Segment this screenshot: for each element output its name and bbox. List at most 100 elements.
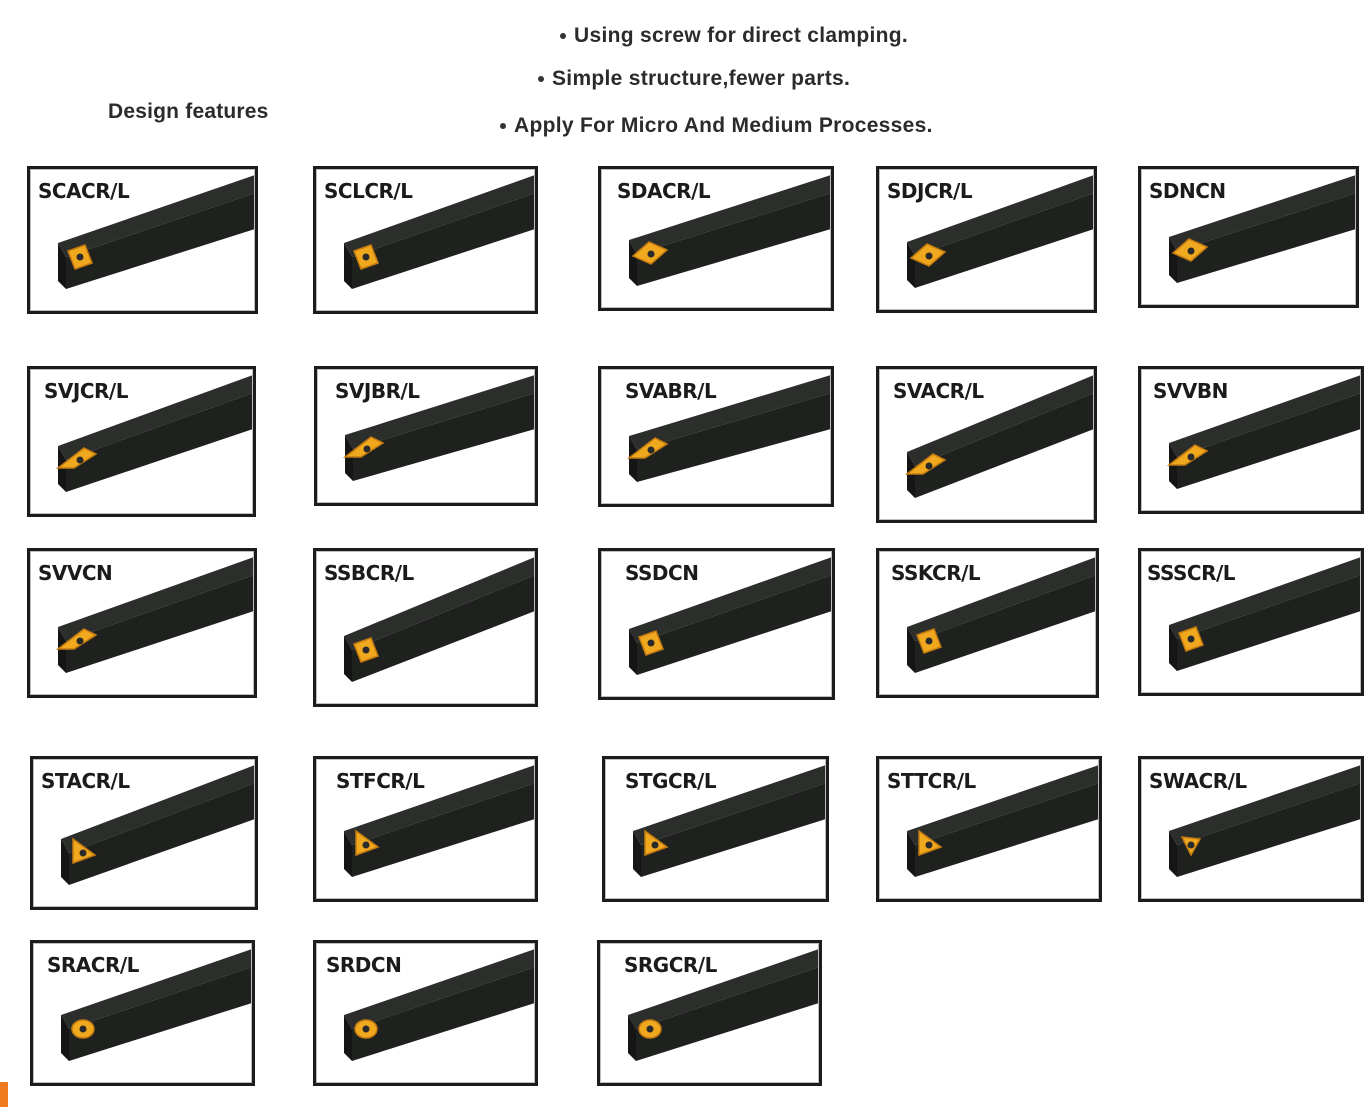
square-insert-icon bbox=[353, 244, 379, 270]
diamond-insert-icon bbox=[1171, 238, 1209, 262]
tool-holder-illustration bbox=[342, 375, 535, 481]
tool-card[interactable]: SVVCN bbox=[27, 548, 257, 698]
tool-code: STFCR/L bbox=[336, 769, 425, 793]
shank-side-face bbox=[1177, 193, 1356, 283]
rhombic-insert-icon bbox=[55, 447, 98, 469]
shank-side-face bbox=[637, 575, 832, 675]
triangle-insert-icon bbox=[918, 829, 943, 857]
tool-card[interactable]: STTCR/L bbox=[876, 756, 1102, 902]
shank-side-face bbox=[1177, 783, 1361, 877]
shank-end-face bbox=[61, 839, 69, 885]
shank-end-face bbox=[907, 452, 915, 498]
shank-end-face bbox=[1169, 443, 1177, 489]
feature-text: Using screw for direct clamping. bbox=[574, 24, 909, 47]
tool-holder-illustration bbox=[344, 949, 535, 1061]
tool-card[interactable]: SRDCN bbox=[313, 940, 538, 1086]
trigon-insert-icon bbox=[1180, 836, 1202, 857]
shank-end-face bbox=[61, 1015, 69, 1061]
shank-top-face bbox=[629, 375, 831, 450]
tool-card[interactable]: SVACR/L bbox=[876, 366, 1097, 523]
tool-card[interactable]: SCLCR/L bbox=[313, 166, 538, 314]
shank-side-face bbox=[352, 575, 535, 682]
shank-side-face bbox=[636, 967, 819, 1061]
shank-top-face bbox=[907, 557, 1096, 641]
rhombic-insert-icon bbox=[1166, 444, 1209, 466]
shank-side-face bbox=[641, 783, 826, 877]
shank-end-face bbox=[1169, 831, 1177, 877]
shank-side-face bbox=[66, 575, 254, 673]
tool-card[interactable]: SVJCR/L bbox=[27, 366, 256, 517]
shank-top-face bbox=[1169, 557, 1361, 639]
tool-holder-illustration bbox=[344, 175, 535, 289]
shank-side-face bbox=[915, 783, 1099, 877]
tool-holder-illustration bbox=[626, 375, 831, 482]
feature-item: Apply For Micro And Medium Processes. bbox=[500, 114, 933, 138]
shank-top-face bbox=[344, 949, 535, 1029]
shank-end-face bbox=[633, 831, 641, 877]
tool-code: STACR/L bbox=[41, 769, 130, 793]
tool-holder-illustration bbox=[907, 557, 1096, 673]
tool-card[interactable]: SSBCR/L bbox=[313, 548, 538, 707]
tool-card[interactable]: SVABR/L bbox=[598, 366, 834, 507]
tool-holder-illustration bbox=[55, 375, 253, 492]
triangle-insert-icon bbox=[644, 829, 669, 857]
shank-side-face bbox=[637, 193, 831, 286]
orange-page-tab bbox=[0, 1082, 8, 1107]
shank-end-face bbox=[1169, 625, 1177, 671]
shank-top-face bbox=[58, 375, 253, 460]
tool-card[interactable]: SRACR/L bbox=[30, 940, 255, 1086]
tool-holder-illustration bbox=[633, 765, 826, 877]
tool-holder-illustration bbox=[1169, 175, 1356, 283]
shank-end-face bbox=[1169, 237, 1177, 283]
diamond-insert-icon bbox=[631, 241, 669, 265]
shank-top-face bbox=[345, 375, 535, 449]
tool-card[interactable]: SCACR/L bbox=[27, 166, 258, 314]
tool-holder-illustration bbox=[344, 765, 535, 877]
tool-card[interactable]: SDACR/L bbox=[598, 166, 834, 311]
round-insert-icon bbox=[71, 1019, 95, 1039]
shank-side-face bbox=[66, 393, 253, 492]
tool-card[interactable]: STACR/L bbox=[30, 756, 258, 910]
tool-card[interactable]: STGCR/L bbox=[602, 756, 829, 902]
tool-code: SVJBR/L bbox=[335, 379, 420, 403]
shank-top-face bbox=[344, 765, 535, 845]
shank-end-face bbox=[344, 831, 352, 877]
tool-card[interactable]: SSKCR/L bbox=[876, 548, 1099, 698]
shank-top-face bbox=[907, 375, 1094, 466]
tool-card[interactable]: SVVBN bbox=[1138, 366, 1364, 514]
shank-end-face bbox=[907, 242, 915, 288]
shank-top-face bbox=[61, 765, 255, 853]
tool-code: SCLCR/L bbox=[324, 179, 413, 203]
shank-end-face bbox=[907, 831, 915, 877]
tool-holder-illustration bbox=[629, 557, 832, 675]
tool-code: SRACR/L bbox=[47, 953, 139, 977]
shank-top-face bbox=[1169, 175, 1356, 251]
shank-end-face bbox=[58, 446, 66, 492]
tool-card[interactable]: SRGCR/L bbox=[597, 940, 822, 1086]
tool-code: STTCR/L bbox=[887, 769, 976, 793]
tool-card[interactable]: SSDCN bbox=[598, 548, 835, 700]
shank-side-face bbox=[1177, 393, 1361, 489]
tool-card[interactable]: SSSCR/L bbox=[1138, 548, 1364, 696]
shank-side-face bbox=[352, 967, 535, 1061]
feature-item: Simple structure,fewer parts. bbox=[538, 67, 850, 91]
tool-card[interactable]: SDNCN bbox=[1138, 166, 1359, 308]
tool-card[interactable]: SVJBR/L bbox=[314, 366, 538, 506]
tool-holder-illustration bbox=[58, 175, 255, 289]
shank-top-face bbox=[1169, 375, 1361, 457]
square-insert-icon bbox=[916, 628, 942, 654]
shank-end-face bbox=[629, 240, 637, 286]
shank-top-face bbox=[58, 557, 254, 641]
tool-code: SWACR/L bbox=[1149, 769, 1247, 793]
shank-top-face bbox=[344, 557, 535, 650]
tool-card[interactable]: SDJCR/L bbox=[876, 166, 1097, 313]
triangle-insert-icon bbox=[355, 829, 380, 857]
tool-code: SSKCR/L bbox=[891, 561, 981, 585]
tool-card[interactable]: SWACR/L bbox=[1138, 756, 1364, 902]
tool-code: SVJCR/L bbox=[44, 379, 128, 403]
shank-side-face bbox=[66, 193, 255, 289]
shank-end-face bbox=[344, 1015, 352, 1061]
square-insert-icon bbox=[353, 637, 379, 663]
feature-item: Using screw for direct clamping. bbox=[560, 24, 908, 48]
tool-card[interactable]: STFCR/L bbox=[313, 756, 538, 902]
